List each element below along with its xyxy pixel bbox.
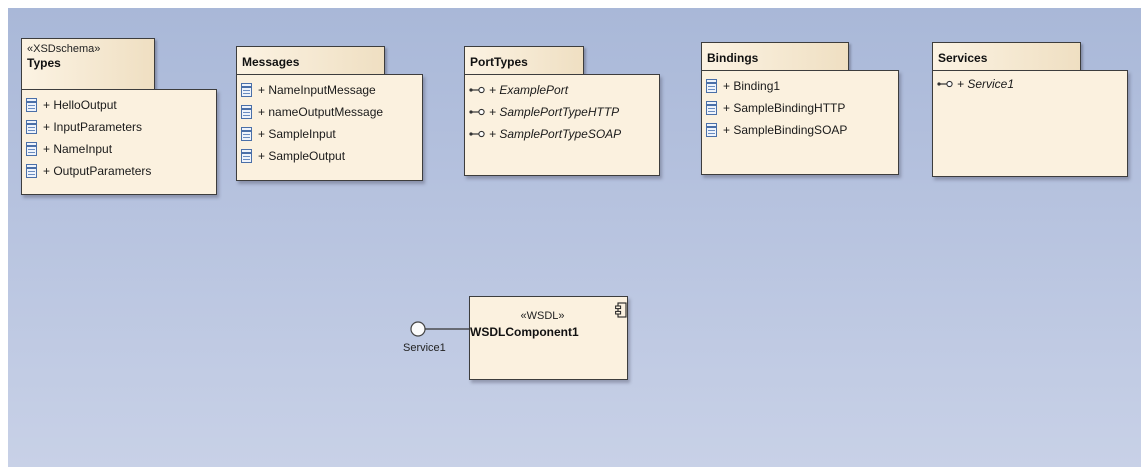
list-item[interactable]: + SampleInput [241,123,422,145]
package-stereotype: «XSDschema» [27,43,101,55]
class-icon [26,98,37,112]
package-name: Types [27,56,61,70]
item-label: + SampleBindingSOAP [723,123,848,137]
package-body: + Binding1 + SampleBindingHTTP + SampleB… [701,70,899,175]
port-icon [469,86,485,94]
package-body: + HelloOutput + InputParameters + NameIn… [21,89,217,195]
class-icon [241,149,252,163]
list-item[interactable]: + SamplePortTypeHTTP [469,101,659,123]
list-item[interactable]: + InputParameters [26,116,216,138]
diagram-canvas[interactable]: «XSDschema» Types + HelloOutput + InputP… [8,8,1141,467]
package-tab: «XSDschema» Types [21,38,155,91]
interface-label: Service1 [403,342,446,354]
port-icon [469,108,485,116]
class-icon [706,101,717,115]
package-name: Messages [242,55,300,69]
item-label: + SamplePortTypeHTTP [489,105,620,119]
package-messages[interactable]: Messages + NameInputMessage + nameOutput… [236,46,423,181]
item-label: + NameInput [43,142,113,156]
item-label: + SampleBindingHTTP [723,101,846,115]
package-name: PortTypes [470,55,528,69]
package-services[interactable]: Services + Service1 [932,42,1128,177]
item-label: + Service1 [957,77,1015,91]
package-types[interactable]: «XSDschema» Types + HelloOutput + InputP… [21,38,217,195]
item-label: + nameOutputMessage [258,105,384,119]
list-item[interactable]: + ExamplePort [469,79,659,101]
package-bindings[interactable]: Bindings + Binding1 + SampleBindingHTTP … [701,42,899,175]
package-tab: Messages [236,46,385,76]
port-icon [469,130,485,138]
list-item[interactable]: + SampleBindingHTTP [706,97,898,119]
list-item[interactable]: + SamplePortTypeSOAP [469,123,659,145]
class-icon [241,127,252,141]
item-label: + Binding1 [723,79,781,93]
package-porttypes[interactable]: PortTypes + ExamplePort + SamplePortType… [464,46,660,176]
class-icon [26,120,37,134]
item-label: + NameInputMessage [258,83,376,97]
item-label: + OutputParameters [43,164,152,178]
list-item[interactable]: + NameInput [26,138,216,160]
class-icon [26,164,37,178]
item-label: + ExamplePort [489,83,569,97]
package-body: + Service1 [932,70,1128,177]
component-icon [615,302,627,318]
class-icon [241,83,252,97]
package-tab: PortTypes [464,46,584,76]
item-label: + HelloOutput [43,98,117,112]
item-label: + SamplePortTypeSOAP [489,127,622,141]
list-item[interactable]: + NameInputMessage [241,79,422,101]
component-stereotype: «WSDL» [520,310,565,322]
list-item[interactable]: + SampleOutput [241,145,422,167]
class-icon [706,79,717,93]
list-item[interactable]: + Binding1 [706,75,898,97]
class-icon [706,123,717,137]
package-body: + ExamplePort + SamplePortTypeHTTP + Sam… [464,74,660,176]
list-item[interactable]: + nameOutputMessage [241,101,422,123]
list-item[interactable]: + OutputParameters [26,160,216,182]
package-name: Bindings [707,51,759,65]
class-icon [26,142,37,156]
package-tab: Bindings [701,42,849,72]
item-label: + SampleOutput [258,149,346,163]
wsdl-component[interactable]: «WSDL» WSDLComponent1 [469,296,628,380]
item-label: + SampleInput [258,127,336,141]
lollipop-interface-icon[interactable] [410,321,472,337]
package-tab: Services [932,42,1081,72]
list-item[interactable]: + HelloOutput [26,94,216,116]
item-label: + InputParameters [43,120,143,134]
class-icon [241,105,252,119]
package-body: + NameInputMessage + nameOutputMessage +… [236,74,423,181]
list-item[interactable]: + SampleBindingSOAP [706,119,898,141]
list-item[interactable]: + Service1 [937,75,1127,93]
package-name: Services [938,51,988,65]
component-name: WSDLComponent1 [470,325,579,339]
port-icon [937,80,953,88]
